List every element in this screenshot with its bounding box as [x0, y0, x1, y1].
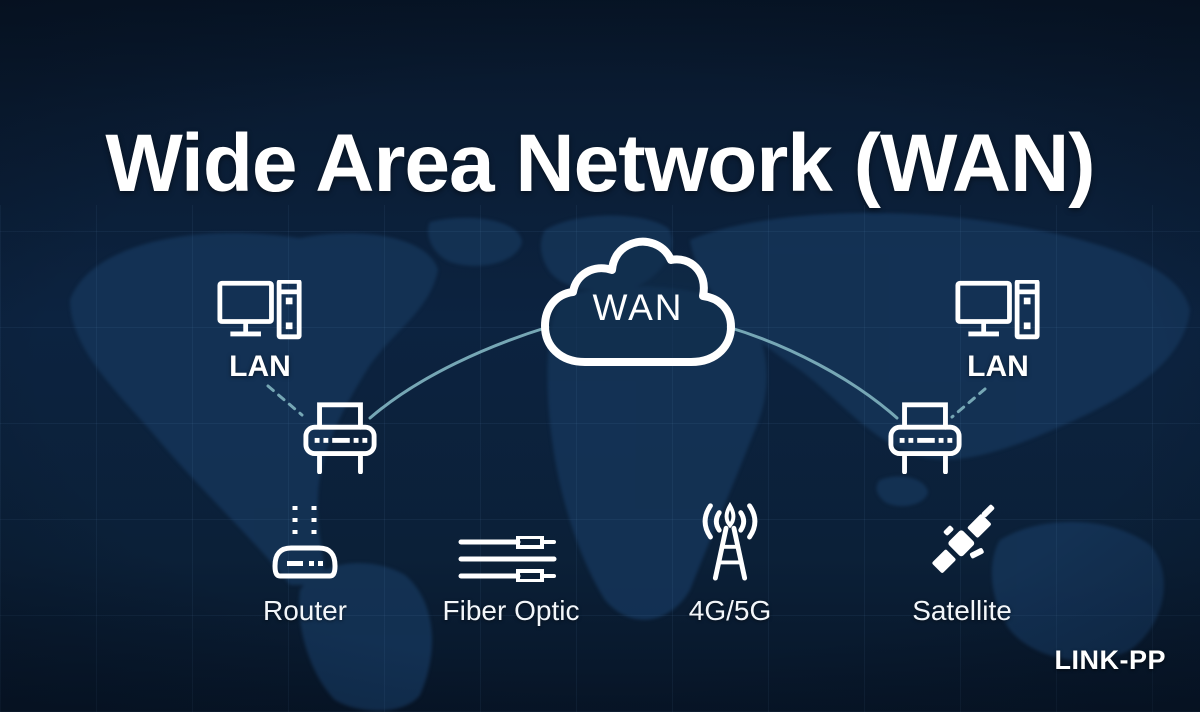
fiber-cables-icon [458, 536, 557, 582]
router-item: Router [215, 494, 395, 627]
router-label: Router [262, 595, 348, 626]
page-title: Wide Area Network (WAN) [105, 117, 1095, 209]
wan-to-right-modem-line [726, 325, 899, 420]
modem-icon [888, 402, 962, 474]
desktop-computer-icon [217, 280, 302, 340]
desktop-computer-icon [955, 280, 1040, 340]
cell-tower-icon [702, 501, 758, 581]
wan-cloud-label: WAN [592, 287, 684, 329]
cloud-icon [541, 237, 735, 366]
right-lan-label: LAN [967, 350, 1029, 383]
satellite-label: Satellite [912, 595, 1012, 626]
right-modem-node [887, 398, 963, 474]
satellite-item: Satellite [872, 494, 1052, 627]
fiber-optic-label: Fiber Optic [442, 595, 580, 626]
right-lan-to-modem-line [950, 387, 987, 419]
wifi-router-icon [272, 506, 338, 579]
fiber-optic-item: Fiber Optic [421, 494, 601, 627]
left-lan-to-modem-line [266, 384, 304, 417]
satellite-icon [932, 504, 995, 573]
cellular-label: 4G/5G [688, 595, 772, 626]
wan-to-left-modem-line [368, 325, 550, 420]
left-lan-label: LAN [229, 350, 291, 383]
right-lan-node: LAN [948, 280, 1048, 384]
wan-cloud: WAN [538, 230, 738, 370]
modem-icon [303, 402, 377, 474]
cellular-item: 4G/5G [640, 494, 820, 627]
left-lan-node: LAN [210, 280, 310, 384]
brand-logo: LINK-PP [1054, 645, 1166, 675]
left-modem-node [302, 398, 378, 474]
